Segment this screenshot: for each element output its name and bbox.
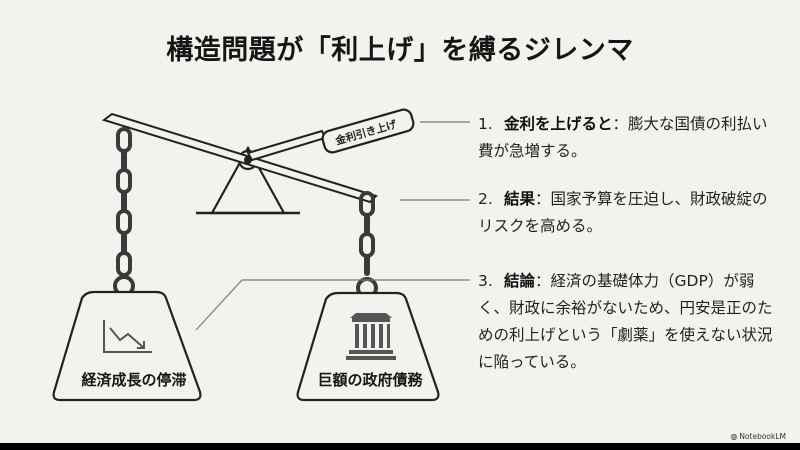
right-weight-label: 巨額の政府債務: [317, 371, 423, 389]
point-1-text: 膨大な国債の利払い費が急増する。: [478, 115, 768, 160]
point-2-text: 国家予算を圧迫し、財政破綻のリスクを高める。: [478, 190, 768, 235]
left-weight: [52, 290, 202, 402]
brand-watermark: ◍NotebookLM: [730, 432, 786, 441]
point-2: 2. 結果：国家予算を圧迫し、財政破綻のリスクを高める。: [478, 186, 778, 240]
slide-title: 構造問題が「利上げ」を縛るジレンマ: [166, 35, 634, 66]
point-2-separator: ：: [535, 190, 551, 208]
point-3-heading: 結論: [504, 272, 536, 290]
point-2-heading: 結果: [504, 190, 536, 208]
declining-chart-icon: [103, 320, 152, 353]
connector-lines: [195, 121, 470, 331]
point-1-number: 1.: [478, 115, 493, 133]
rate-hike-lever: 金利引き上げ: [246, 108, 415, 162]
point-1: 1. 金利を上げると：膨大な国債の利払い費が急増する。: [478, 111, 778, 165]
point-1-heading: 金利を上げると: [504, 115, 613, 133]
left-weight-label: 経済成長の停滞: [81, 371, 187, 389]
right-chain: [356, 191, 378, 299]
left-chain: [113, 127, 135, 297]
point-3: 3. 結論：経済の基礎体力（GDP）が弱く、財政に余裕がないため、円安是正のための…: [478, 268, 778, 376]
right-weight: [296, 291, 440, 402]
point-1-separator: ：: [612, 115, 629, 133]
government-building-icon: [346, 313, 396, 360]
point-3-text: 経済の基礎体力（GDP）が弱く、財政に余裕がないため、円安是正のための利上げとい…: [478, 272, 773, 371]
notebooklm-logo-icon: ◍: [730, 432, 738, 441]
point-3-separator: ：: [535, 272, 551, 290]
point-2-number: 2.: [478, 190, 493, 208]
brand-name: NotebookLM: [739, 432, 786, 441]
point-3-number: 3.: [478, 272, 493, 290]
